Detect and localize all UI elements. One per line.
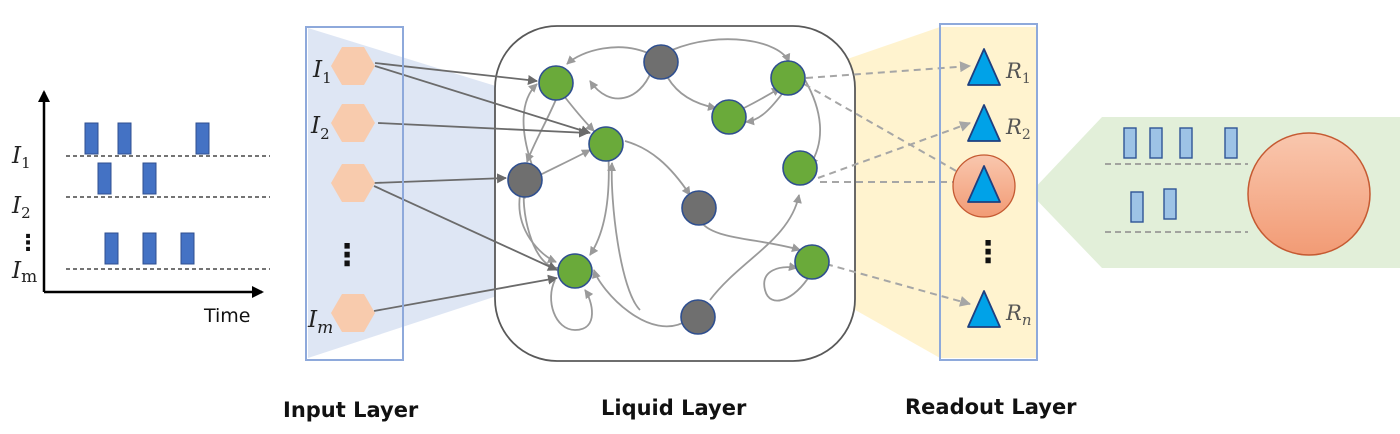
input-neuron-2	[331, 104, 375, 142]
spike	[104, 232, 119, 265]
row-ellipsis: ⋮	[17, 231, 39, 256]
connection	[377, 122, 589, 138]
time-axis-label: Time	[203, 305, 251, 327]
row-label-m: Im	[11, 258, 37, 287]
connection	[825, 263, 971, 307]
excitatory-neuron	[770, 60, 806, 96]
excitatory-neuron	[711, 99, 747, 135]
input-neuron-3	[331, 164, 375, 202]
input-layer-box	[305, 26, 404, 361]
connection	[522, 83, 538, 166]
readout-neuron-2	[967, 104, 1001, 142]
connection	[373, 185, 558, 271]
excitatory-neuron	[538, 65, 574, 101]
callout-spike	[1179, 127, 1193, 159]
connection	[763, 262, 811, 302]
input-connections	[373, 62, 591, 312]
connection	[624, 140, 691, 196]
readout-neuron-n	[967, 290, 1001, 328]
callout-spike	[1163, 188, 1177, 220]
liquid-connections	[517, 38, 821, 331]
connection	[374, 65, 591, 136]
callout-neuron-enlarged	[1247, 132, 1371, 256]
spike	[97, 162, 112, 195]
input-ellipsis: ⋮	[332, 238, 362, 273]
readout-layer: R1 R2 Rn ⋮ Readout Layer	[905, 23, 1077, 419]
callout-spike	[1149, 127, 1163, 159]
readout-label-1: R1	[1005, 59, 1031, 87]
spike	[84, 122, 99, 155]
readout-connections	[803, 61, 973, 307]
readout-neuron-1	[967, 48, 1001, 86]
readout-neuron-3	[967, 165, 1001, 203]
readout-ellipsis: ⋮	[973, 235, 1003, 270]
input-label-m: Im	[307, 307, 333, 338]
spike	[142, 162, 157, 195]
input-layer: I1 I2 Im ⋮ Input Layer	[283, 26, 419, 422]
callout-spike	[1123, 127, 1137, 159]
connection	[817, 121, 971, 179]
connection	[373, 173, 507, 184]
readout-label-2: R2	[1005, 115, 1031, 143]
excitatory-neuron	[588, 126, 624, 162]
excitatory-neuron	[782, 150, 818, 186]
connection	[566, 46, 651, 65]
inhibitory-neuron	[681, 190, 717, 226]
excitatory-neuron	[557, 253, 593, 289]
input-label-1: I1	[312, 57, 332, 87]
inhibitory-neuron	[680, 299, 716, 335]
spike	[142, 232, 157, 265]
inhibitory-neuron	[643, 44, 679, 80]
input-label-2: I2	[310, 113, 330, 143]
callout-spike	[1130, 191, 1144, 223]
connection	[607, 162, 641, 311]
spike	[117, 122, 132, 155]
readout-callout	[1030, 117, 1400, 268]
row-label-1: I1	[11, 143, 31, 172]
connection	[539, 149, 591, 176]
input-layer-title: Input Layer	[283, 398, 419, 422]
connection	[699, 219, 801, 253]
connection	[589, 71, 652, 100]
liquid-layer-title: Liquid Layer	[601, 396, 747, 420]
connection	[745, 89, 786, 126]
connection	[373, 274, 558, 312]
callout-spike	[1224, 127, 1238, 159]
spike	[180, 232, 195, 265]
excitatory-neuron	[794, 244, 830, 280]
connection	[518, 194, 557, 263]
row-label-2: I2	[11, 193, 31, 222]
spike	[195, 122, 210, 155]
spike-raster-plot: Time I1 I2 ⋮ Im	[11, 90, 270, 327]
connection	[589, 147, 610, 256]
readout-layer-box	[939, 23, 1038, 361]
readout-label-n: Rn	[1005, 301, 1031, 329]
connection	[550, 279, 594, 331]
connection	[671, 38, 791, 63]
readout-layer-title: Readout Layer	[905, 395, 1077, 419]
connection	[709, 194, 802, 301]
connection	[803, 83, 973, 181]
input-neuron-1	[331, 47, 375, 85]
spikes	[84, 122, 210, 265]
connection	[805, 61, 971, 79]
inhibitory-neuron	[507, 162, 543, 198]
connection	[667, 77, 717, 111]
liquid-neurons	[507, 44, 830, 335]
input-neuron-m	[331, 294, 375, 332]
connection	[592, 269, 689, 328]
connection	[563, 95, 595, 132]
